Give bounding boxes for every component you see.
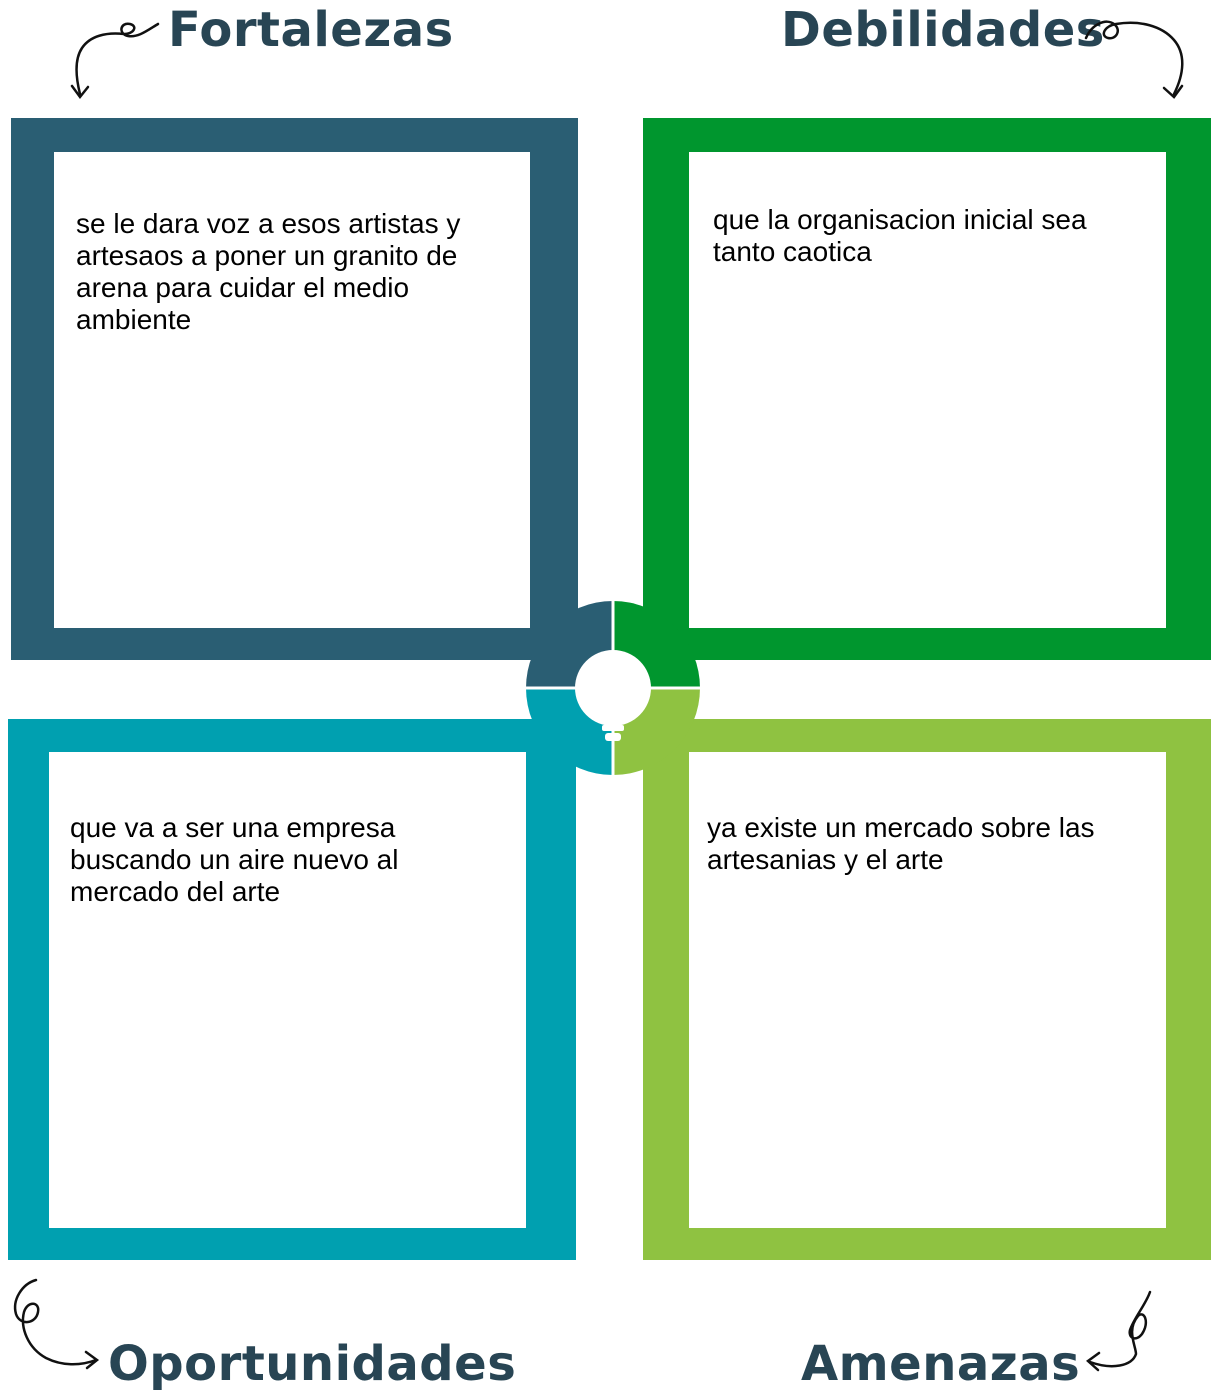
threats-title: Amenazas [801,1336,1081,1392]
opportunities-box: que va a ser una empresa buscando un air… [8,719,576,1260]
weaknesses-text: que la organisacion inicial sea tanto ca… [713,204,1087,267]
curly-arrow-threats-icon [1086,1290,1152,1372]
strengths-text: se le dara voz a esos artistas y artesao… [76,208,461,335]
opportunities-text: que va a ser una empresa buscando un air… [70,812,399,907]
strengths-panel: se le dara voz a esos artistas y artesao… [54,152,530,628]
curly-arrow-strengths-icon [70,22,160,100]
lightbulb-icon [588,652,638,741]
curly-arrow-opportunities-icon [13,1278,100,1370]
weaknesses-panel: que la organisacion inicial sea tanto ca… [689,152,1166,628]
strengths-box: se le dara voz a esos artistas y artesao… [11,118,578,660]
threats-text: ya existe un mercado sobre las artesania… [707,812,1095,875]
opportunities-panel: que va a ser una empresa buscando un air… [49,752,526,1228]
weaknesses-box: que la organisacion inicial sea tanto ca… [643,118,1211,660]
opportunities-title: Oportunidades [108,1336,517,1392]
threats-box: ya existe un mercado sobre las artesania… [643,719,1211,1260]
strengths-title: Fortalezas [168,2,454,58]
weaknesses-title: Debilidades [781,2,1105,58]
threats-panel: ya existe un mercado sobre las artesania… [689,752,1166,1228]
